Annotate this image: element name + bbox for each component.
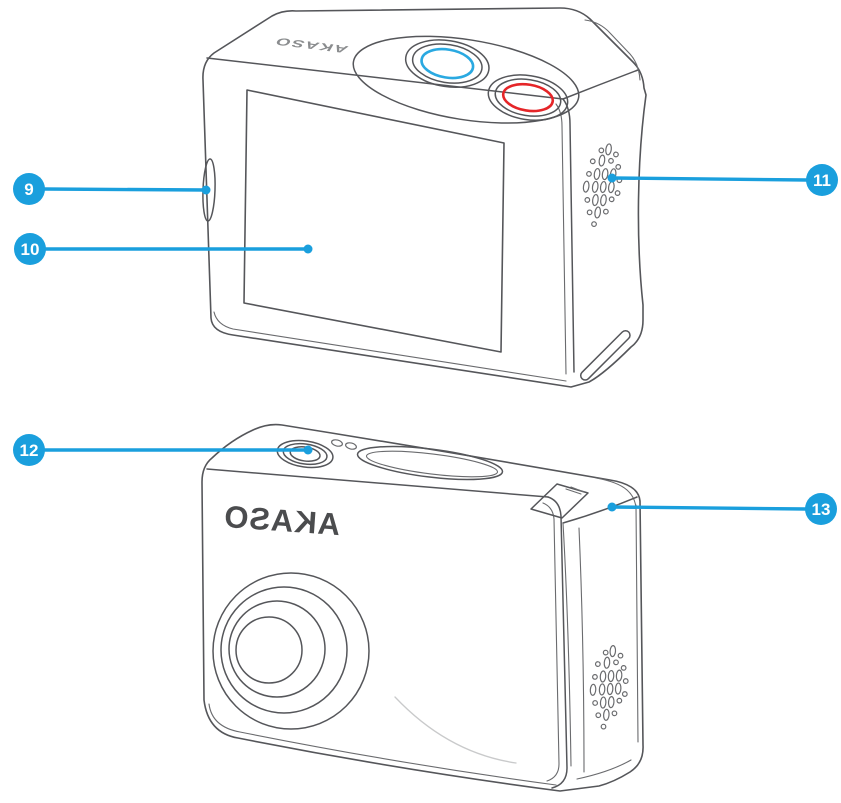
power-record-button xyxy=(501,82,555,113)
callout-13: 13 xyxy=(607,493,837,525)
shutter-button xyxy=(420,47,475,80)
brand-logo-front: AKASO xyxy=(222,499,341,542)
svg-text:11: 11 xyxy=(813,171,831,190)
callout-13-dot xyxy=(607,502,617,512)
callout-12: 12 xyxy=(13,434,313,466)
svg-text:9: 9 xyxy=(24,180,33,199)
callout-9-bubble xyxy=(13,173,45,205)
svg-text:10: 10 xyxy=(21,240,40,259)
speaker-grille-back xyxy=(582,143,623,227)
callout-10: 10 xyxy=(14,233,313,265)
callout-9: 9 xyxy=(13,173,211,205)
camera-body xyxy=(201,423,644,792)
button-recess xyxy=(352,35,580,124)
callout-12-dot xyxy=(303,445,313,455)
callout-11-bubble xyxy=(806,164,838,196)
touch-screen xyxy=(243,89,505,353)
callout-11: 11 xyxy=(607,164,838,196)
camera-back-view: AKASO xyxy=(202,7,647,388)
bottom-slot xyxy=(579,329,631,381)
speaker-grille-front xyxy=(589,645,629,730)
callout-9-dot xyxy=(201,185,211,195)
button-recess xyxy=(356,445,504,481)
svg-text:12: 12 xyxy=(20,441,39,460)
mic-holes xyxy=(331,439,357,450)
svg-text:13: 13 xyxy=(812,500,831,519)
latch-door xyxy=(530,483,589,519)
callout-11-dot xyxy=(607,173,617,183)
callout-10-bubble xyxy=(14,233,46,265)
camera-front-view: AKASO xyxy=(201,423,644,792)
callout-12-bubble xyxy=(13,434,45,466)
callouts: 9 10 11 12 13 xyxy=(13,164,838,525)
lens xyxy=(212,572,370,730)
top-buttons xyxy=(352,35,580,124)
callout-10-dot xyxy=(303,244,313,254)
callout-13-bubble xyxy=(805,493,837,525)
